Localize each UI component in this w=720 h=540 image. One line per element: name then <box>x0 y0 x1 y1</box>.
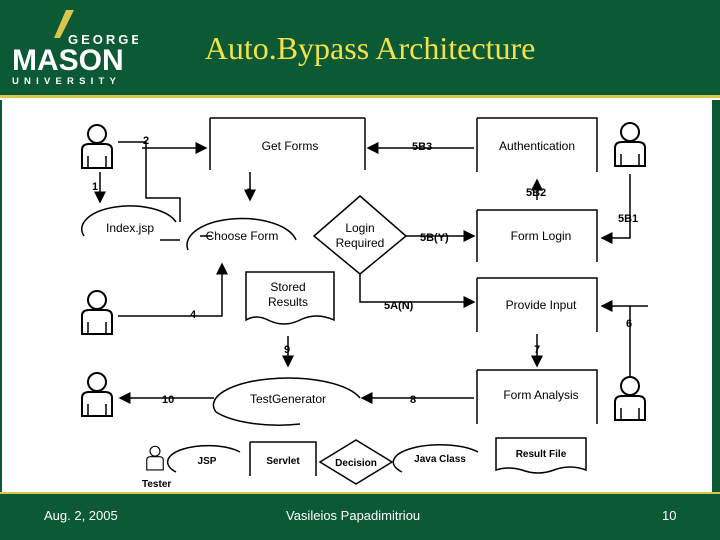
tester-person-icon <box>81 290 113 335</box>
legend-result-file-label: Result File <box>516 449 567 460</box>
slide-footer: Aug. 2, 2005 Vasileios Papadimitriou 10 <box>0 494 720 540</box>
edge-label-9: 9 <box>284 344 290 356</box>
authentication-label: Authentication <box>499 139 575 153</box>
legend-java-class-shape <box>392 444 479 473</box>
legend-jsp-shape <box>166 444 241 473</box>
legend-tester-label: Tester <box>142 479 171 490</box>
authentication-node: Authentication <box>476 117 598 172</box>
stored-results-label-2: Results <box>268 295 308 309</box>
login-required-node: Login Required <box>312 195 408 275</box>
edge-label-6: 6 <box>626 318 632 330</box>
choose-form-label: Choose Form <box>206 229 279 243</box>
edge-label-1: 1 <box>92 181 98 193</box>
form-login-node: Form Login <box>476 209 598 262</box>
connector-lines <box>94 141 648 404</box>
edge-label-5an: 5A(N) <box>384 300 414 312</box>
legend-jsp-label: JSP <box>198 456 217 467</box>
edge-labels: 1 2 3 4 5B3 5B2 5B1 5B(Y) 5A(N) 6 7 8 9 … <box>92 135 638 406</box>
get-forms-label: Get Forms <box>262 139 319 153</box>
legend-decision-label: Decision <box>335 458 377 469</box>
provide-input-label: Provide Input <box>506 298 577 312</box>
edge-label-3: 3 <box>246 187 252 199</box>
slide-header <box>0 0 720 95</box>
footer-date: Aug. 2, 2005 <box>44 508 118 523</box>
tester-person-icon <box>81 124 113 169</box>
edge-label-5b1: 5B1 <box>618 213 638 225</box>
form-login-label: Form Login <box>511 229 572 243</box>
left-edge-bar <box>0 100 2 492</box>
provide-input-node: Provide Input <box>476 277 598 332</box>
index-jsp-node: Index.jsp <box>81 205 177 237</box>
legend-servlet-shape <box>249 441 317 476</box>
legend-java-class-label: Java Class <box>414 454 466 465</box>
form-analysis-node: Form Analysis <box>476 369 598 424</box>
tester-person-icon <box>614 122 646 167</box>
legend-tester-icon <box>146 445 164 471</box>
footer-author: Vasileios Papadimitriou <box>286 508 421 523</box>
legend-decision-shape <box>318 439 394 485</box>
edge-label-2: 2 <box>143 135 149 147</box>
footer-page-number: 10 <box>662 508 677 523</box>
footer-divider <box>0 492 720 494</box>
tester-person-icon <box>81 372 113 417</box>
test-generator-label: TestGenerator <box>250 392 326 406</box>
form-analysis-label: Form Analysis <box>503 388 578 402</box>
slide-title: Auto.Bypass Architecture <box>204 30 536 66</box>
logo-main-text: MASON <box>12 44 124 77</box>
legend: Tester JSP Servlet Decision Java Class R… <box>142 437 587 490</box>
login-required-label-2: Required <box>336 236 385 250</box>
edge-label-8: 8 <box>410 394 416 406</box>
university-logo: GEORGE MASON UNIVERSITY <box>12 10 138 87</box>
index-jsp-label: Index.jsp <box>106 221 154 235</box>
choose-form-node: Choose Form <box>186 217 297 251</box>
right-edge-bar <box>712 100 720 492</box>
test-generator-node: TestGenerator <box>212 377 361 426</box>
stored-results-label-1: Stored <box>270 280 305 294</box>
edge-label-10: 10 <box>162 394 174 406</box>
header-divider <box>0 95 720 98</box>
edge-label-5b3: 5B3 <box>412 141 432 153</box>
login-required-label-1: Login <box>345 221 374 235</box>
logo-bottom-text: UNIVERSITY <box>12 76 121 87</box>
get-forms-node: Get Forms <box>209 117 366 170</box>
edge-label-4: 4 <box>190 309 197 321</box>
stored-results-node: Stored Results <box>245 271 335 325</box>
legend-result-file-shape <box>495 437 587 474</box>
edge-label-7: 7 <box>534 344 540 356</box>
legend-servlet-label: Servlet <box>266 456 300 467</box>
tester-person-icon <box>614 376 646 421</box>
edge-label-5by: 5B(Y) <box>420 232 449 244</box>
edge-label-5b2: 5B2 <box>526 187 546 199</box>
logo-top-text: GEORGE <box>68 32 138 47</box>
